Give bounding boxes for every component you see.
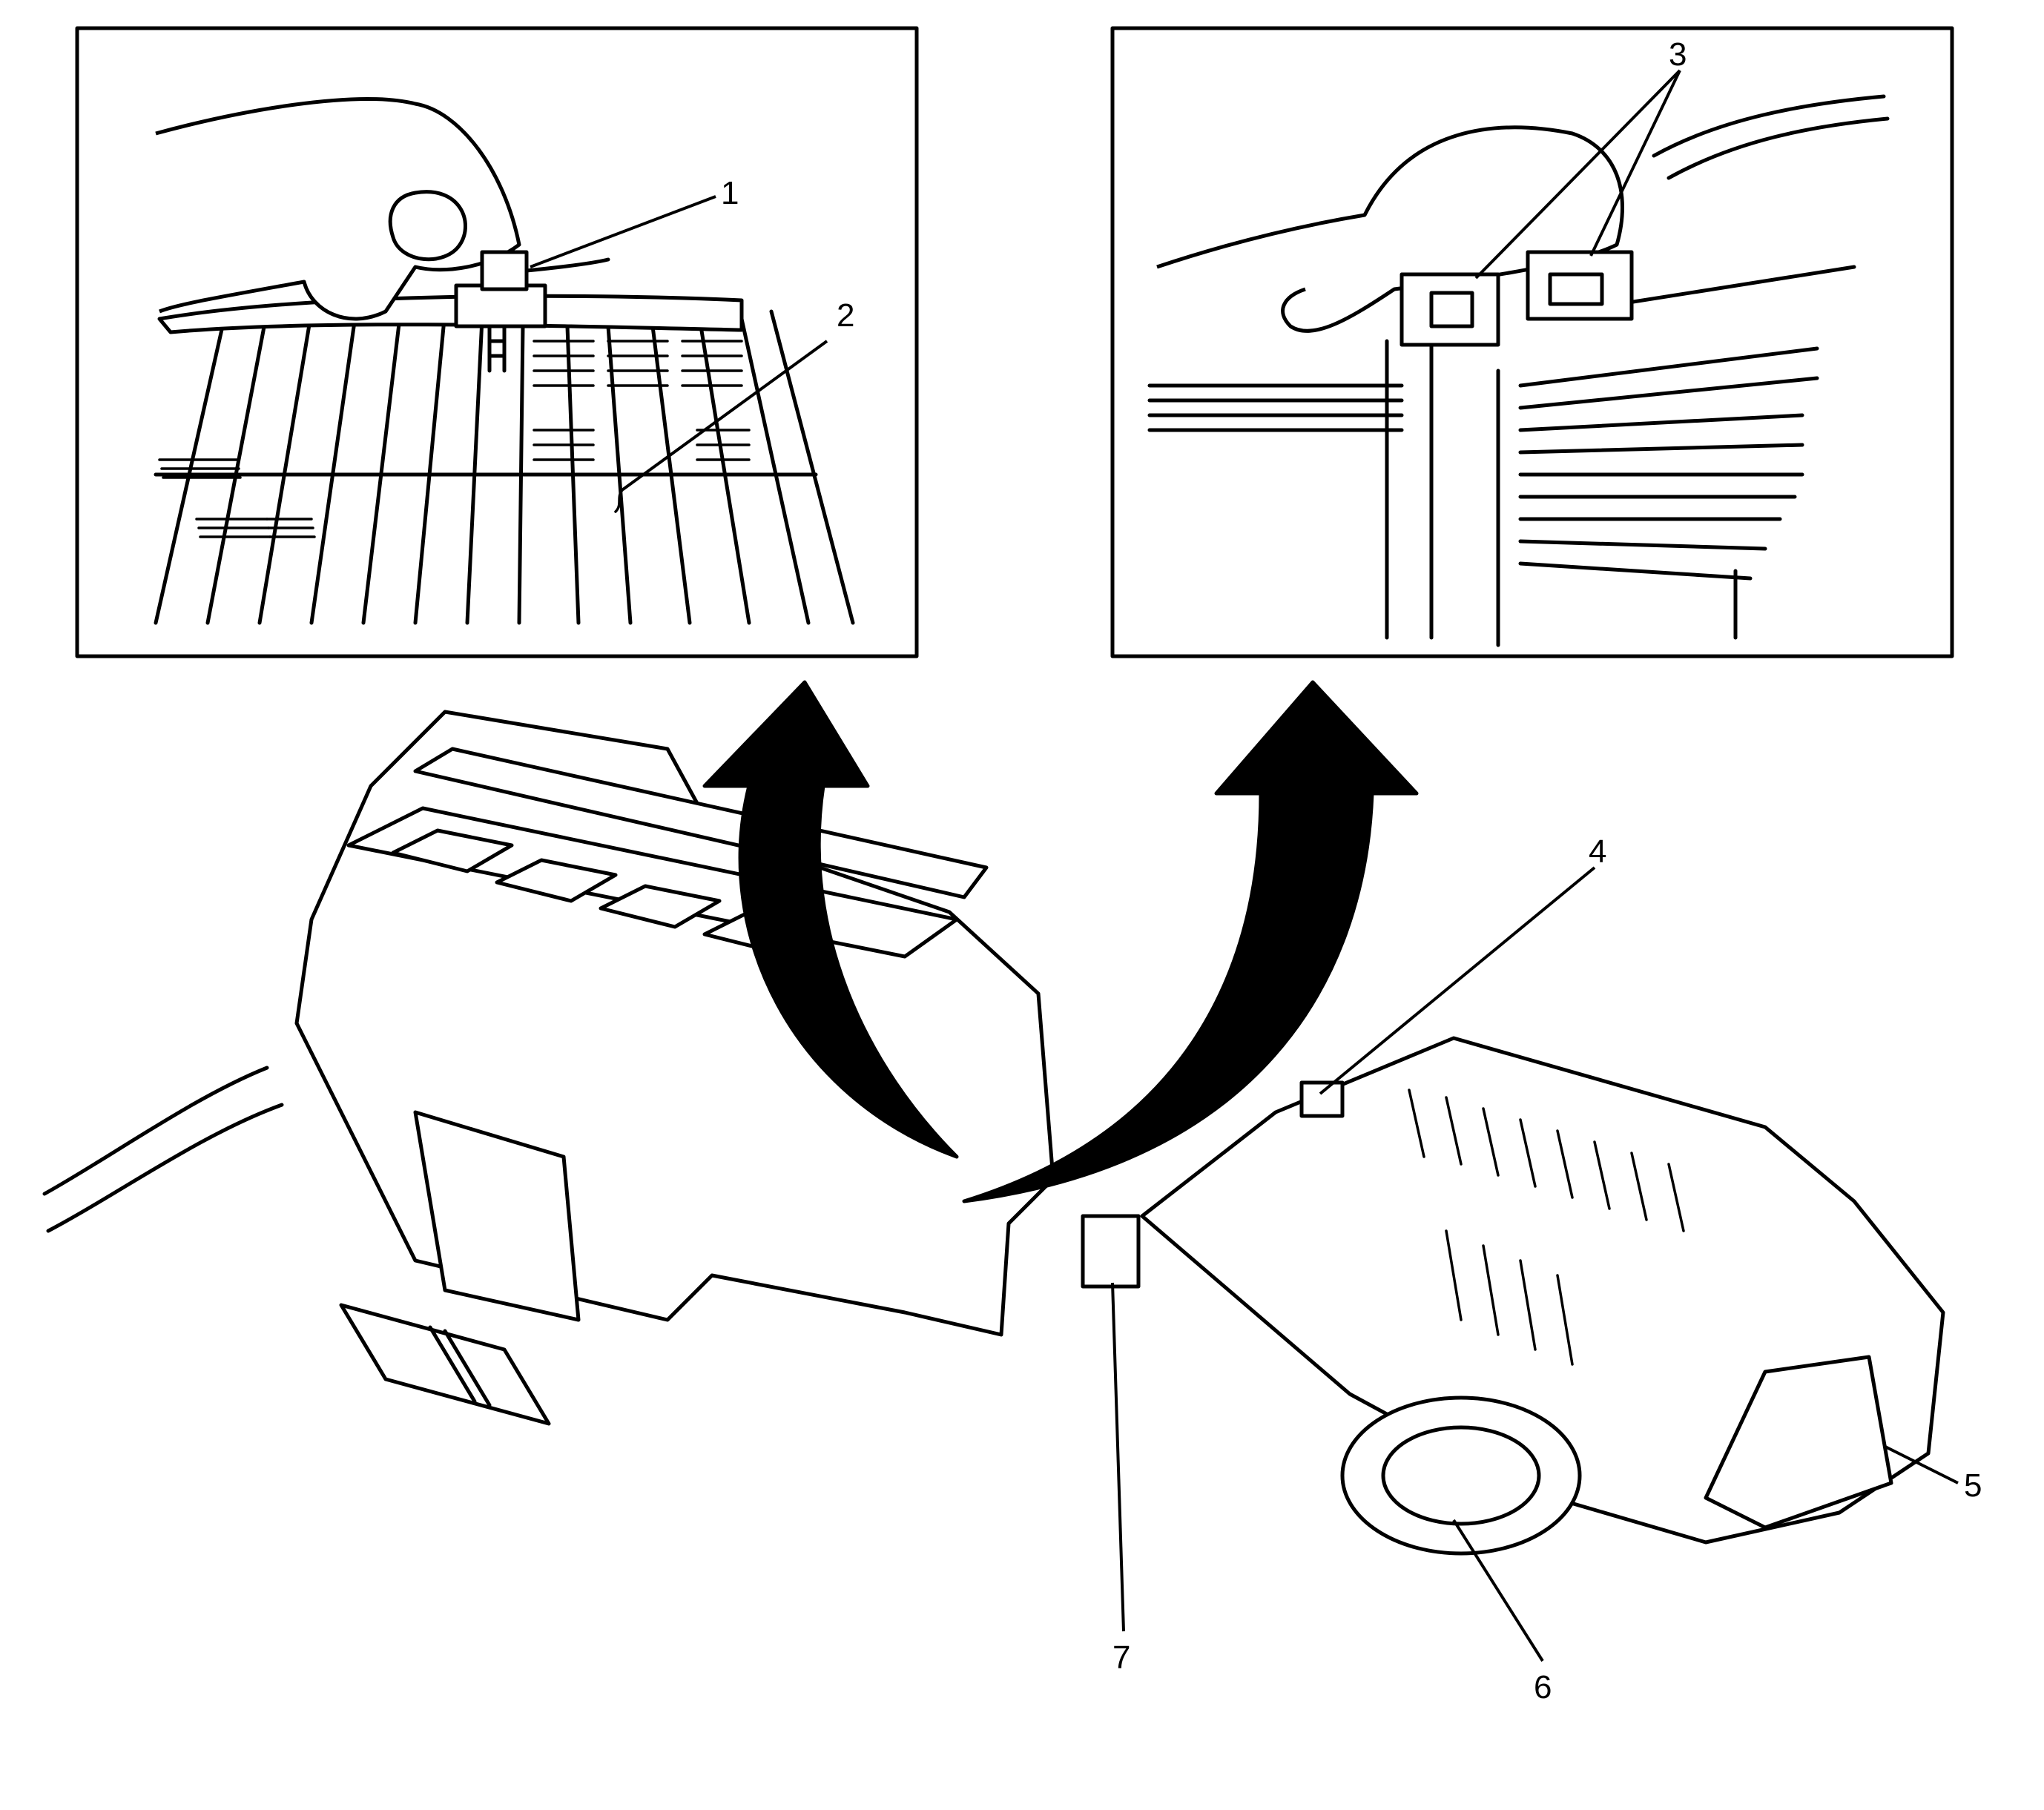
callout-4: 4: [1589, 833, 1606, 870]
callout-6: 6: [1534, 1669, 1552, 1705]
leader-5: [1883, 1444, 1959, 1484]
thumb-left: [388, 190, 467, 262]
blower-motor: [1340, 1396, 1582, 1556]
callout-2: 2: [837, 297, 854, 334]
callout-7: 7: [1112, 1639, 1130, 1676]
arrow-to-right-inset: [962, 680, 1419, 1203]
floor-duct: [339, 1303, 551, 1426]
clip-2-mark: [614, 488, 624, 513]
harness-conduit: [1652, 94, 1890, 180]
callout-1: 1: [721, 175, 739, 211]
leader-3a: [1474, 69, 1681, 280]
blower-vanes: [1408, 1089, 1685, 1366]
leader-7: [1111, 1282, 1125, 1632]
hand-right: [1156, 125, 1624, 333]
heater-core-fins: [154, 309, 855, 625]
right-detail-inset: 3: [1110, 26, 1954, 658]
resistor-connector-7: [1081, 1214, 1141, 1289]
sensor-wire: [524, 257, 610, 273]
temperature-sensor: [454, 283, 547, 328]
hvac-module-assembly: 4 5 6 7: [42, 680, 1982, 1705]
drain-hose: [42, 1066, 284, 1233]
filter-access-door: [1704, 1355, 1893, 1530]
leader-2: [622, 340, 828, 491]
leader-3b: [1589, 70, 1681, 257]
leader-4: [1319, 866, 1596, 1095]
left-detail-inset: 1 2: [75, 26, 919, 658]
fin-hatching: [158, 340, 751, 538]
leader-1: [530, 195, 716, 268]
arrow-to-left-inset: [702, 680, 959, 1159]
callout-3: 3: [1669, 36, 1687, 73]
callout-5: 5: [1964, 1467, 1982, 1504]
main-connector-4: [1299, 1080, 1345, 1118]
leader-6: [1452, 1519, 1544, 1662]
